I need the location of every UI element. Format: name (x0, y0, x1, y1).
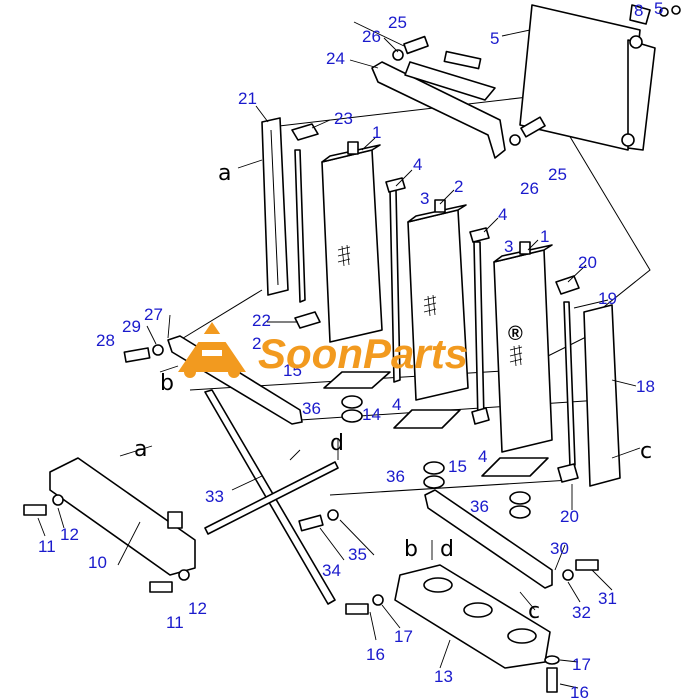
callout: 5 (654, 0, 663, 18)
callout: 15 (283, 361, 302, 380)
brand-text: SoonParts (258, 330, 468, 377)
soonparts-watermark: SoonParts ® (178, 322, 523, 378)
callout: 4 (478, 447, 487, 466)
callout: 34 (322, 561, 341, 580)
part-number-callouts: 1 1 2 2 3 3 4 4 4 4 5 5 8 10 11 11 12 12… (38, 0, 663, 700)
callout: 25 (388, 13, 407, 32)
callout: 35 (348, 545, 367, 564)
callout: 36 (302, 399, 321, 418)
part-21-left-plate (261, 117, 289, 296)
radiator-core-left (321, 141, 383, 343)
ref-letter: a (218, 161, 231, 186)
callout: 16 (570, 683, 589, 700)
callout: 1 (540, 227, 549, 246)
bolts-28-29 (123, 344, 164, 363)
bolts-25-26 (392, 35, 546, 146)
callout: 18 (636, 377, 655, 396)
callout: 12 (188, 599, 207, 618)
callout: 33 (205, 487, 224, 506)
callout: 22 (252, 311, 271, 330)
part-13-bottom-tray (394, 564, 551, 669)
part-30-lower-bar (424, 489, 553, 589)
ref-letter: b (404, 537, 418, 562)
callout: 23 (334, 109, 353, 128)
callout: 17 (572, 655, 591, 674)
ref-letter: d (330, 431, 344, 456)
crane-logo-icon (178, 322, 246, 378)
leader-lines (37, 21, 637, 689)
reference-letters: a a b b c c d d (134, 161, 652, 624)
callout: 15 (448, 457, 467, 476)
callout: 4 (413, 155, 422, 174)
part-10-bracket (49, 457, 196, 576)
bolts-34-35 (298, 509, 339, 532)
ref-letter: a (134, 437, 147, 462)
part-5-panel (519, 4, 681, 151)
callout: 12 (60, 525, 79, 544)
callout: 32 (572, 603, 591, 622)
ref-letter: c (528, 599, 540, 624)
callout: 21 (238, 89, 257, 108)
ref-letter: c (640, 439, 652, 464)
callout: 2 (252, 334, 261, 353)
callout: 2 (454, 177, 463, 196)
callout: 31 (598, 589, 617, 608)
callout: 3 (420, 189, 429, 208)
callout: 24 (326, 49, 345, 68)
base-plates-15-14 (323, 371, 549, 519)
callout: 1 (372, 123, 381, 142)
callout: 4 (498, 205, 507, 224)
callout: 19 (598, 289, 617, 308)
callout: 36 (386, 467, 405, 486)
callout: 8 (634, 1, 643, 20)
callout: 20 (578, 253, 597, 272)
callout: 5 (490, 29, 499, 48)
callout: 16 (366, 645, 385, 664)
part-22-23-seals (291, 123, 321, 329)
ref-letter: d (440, 537, 454, 562)
ref-letter: b (160, 371, 174, 396)
callout: 10 (88, 553, 107, 572)
callout: 36 (470, 497, 489, 516)
callout: 14 (362, 405, 381, 424)
callout: 4 (392, 395, 401, 414)
part-24-top-brace (371, 50, 506, 159)
callout: 30 (550, 539, 569, 558)
bolts-31-32 (562, 559, 599, 581)
callout: 28 (96, 331, 115, 350)
registered-mark: ® (508, 323, 523, 345)
callout: 26 (520, 179, 539, 198)
callout: 11 (38, 537, 56, 556)
radiator-core-right (493, 241, 553, 453)
part-18-19-20-right (555, 275, 621, 487)
bolts-16-17 (345, 594, 560, 693)
reference-arrows (119, 159, 641, 611)
callout: 25 (548, 165, 567, 184)
part-33-stays (204, 389, 339, 605)
callout: 13 (434, 667, 453, 686)
callout: 27 (144, 305, 163, 324)
bolts-11-12 (23, 494, 190, 593)
callout: 3 (504, 237, 513, 256)
callout: 17 (394, 627, 413, 646)
callout: 20 (560, 507, 579, 526)
callout: 11 (166, 613, 184, 632)
callout: 29 (122, 317, 141, 336)
radiator-core-middle (407, 199, 469, 401)
callout: 26 (362, 27, 381, 46)
